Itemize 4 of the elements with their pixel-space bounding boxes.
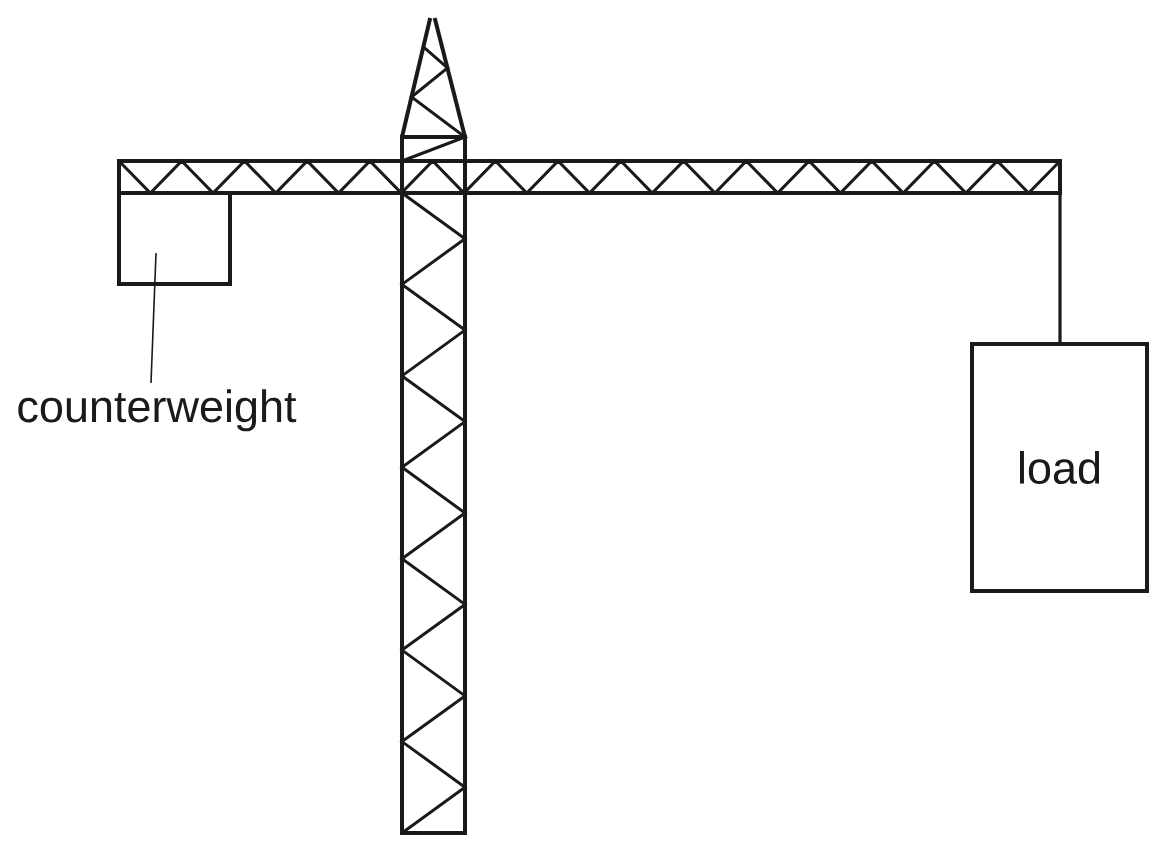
counterweight-box — [117, 191, 232, 286]
load-box: load — [970, 342, 1149, 593]
leader-line — [150, 252, 157, 384]
part-label: counterweight — [18, 389, 297, 432]
